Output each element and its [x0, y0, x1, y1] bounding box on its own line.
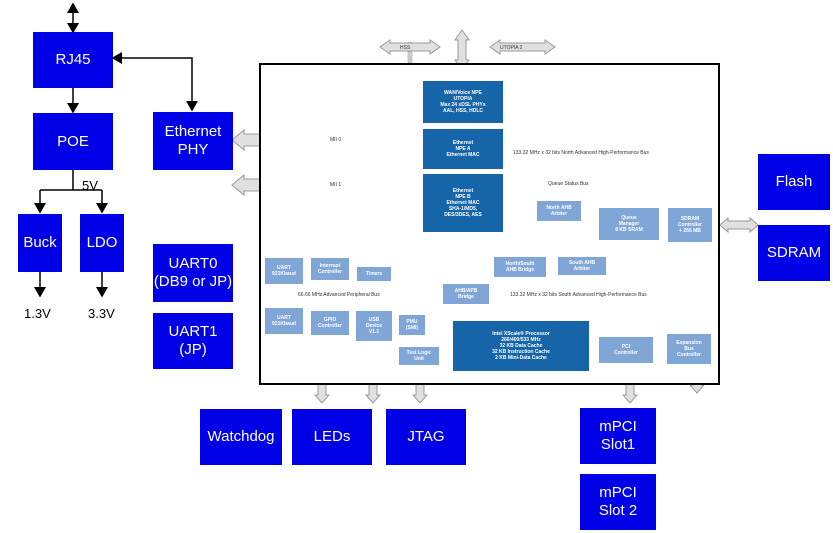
uart0-block: UART0 (DB9 or JP) — [153, 244, 233, 302]
rj45-block: RJ45 — [33, 32, 113, 88]
bus-label-south: 133.32 MHz x 32 bits South Advanced High… — [510, 292, 647, 298]
flash-block: Flash — [758, 154, 830, 210]
pci-controller: PCI Controller — [598, 336, 654, 364]
leds-block: LEDs — [292, 409, 372, 465]
ahb-apb-bridge: AHB/APB Bridge — [442, 283, 490, 305]
ethernet-npe-a: Ethernet NPE A Ethernet MAC — [422, 128, 504, 170]
mpci-slot2-block: mPCI Slot 2 — [580, 474, 656, 530]
north-south-ahb-bridge: North/South AHB Bridge — [493, 256, 547, 278]
xscale-processor: Intel XScale® Processor 266/400/533 MHz … — [452, 320, 590, 372]
bus-label-mii0: MII 0 — [330, 137, 342, 143]
pmu: PMU (SMI) — [398, 314, 426, 336]
bus-label-apb: 66.66 MHz Advanced Peripheral Bus — [298, 292, 380, 298]
ldo-block: LDO — [80, 214, 124, 272]
wan-voice-npe: WAN/Voice NPE UTOPIA Max 24 xDSL PHYs AA… — [422, 80, 504, 124]
south-ahb-arbiter: South AHB Arbiter — [557, 256, 607, 276]
expansion-bus-controller: Expansion Bus Controller — [666, 333, 712, 365]
north-ahb-arbiter: North AHB Arbiter — [536, 200, 582, 222]
watchdog-block: Watchdog — [200, 409, 282, 465]
mpci-slot1-block: mPCI Slot1 — [580, 408, 656, 464]
voltage-5v-label: 5V — [82, 178, 98, 193]
bus-label-north: 133.32 MHz x 32 bits North Advanced High… — [513, 150, 649, 156]
timers: Timers — [356, 266, 392, 282]
jtag-block: JTAG — [386, 409, 466, 465]
bus-label-utopia: UTOPIA 2 — [500, 45, 523, 51]
bus-label-mii1: MII 1 — [330, 182, 342, 188]
gpio-controller: GPIO Controller — [310, 310, 350, 336]
bus-label-hss: HSS — [400, 45, 411, 51]
bus-label-queue: Queue Status Bus — [548, 181, 589, 187]
uart1-block: UART1 (JP) — [153, 313, 233, 369]
voltage-3-3v-label: 3.3V — [88, 306, 115, 321]
uart-921k-top: UART 921Kbaud — [264, 257, 304, 285]
usb-device: USB Device V1.1 — [355, 310, 393, 342]
ethernet-phy-block: Ethernet PHY — [153, 112, 233, 170]
poe-block: POE — [33, 113, 113, 170]
test-logic-unit: Test Logic Unit — [398, 346, 440, 366]
sdram-controller: SDRAM Controller + 256 MB — [667, 207, 713, 243]
uart-921k-bottom: UART 921Kbaud — [264, 307, 304, 335]
queue-manager: Queue Manager 8 KB SRAM — [598, 207, 660, 241]
buck-block: Buck — [18, 214, 62, 272]
voltage-1-3v-label: 1.3V — [24, 306, 51, 321]
interrupt-controller: Interrupt Controller — [310, 257, 350, 281]
ethernet-npe-b: Ethernet NPE B Ethernet MAC SHA-1/MD5, D… — [422, 173, 504, 233]
sdram-block: SDRAM — [758, 225, 830, 281]
